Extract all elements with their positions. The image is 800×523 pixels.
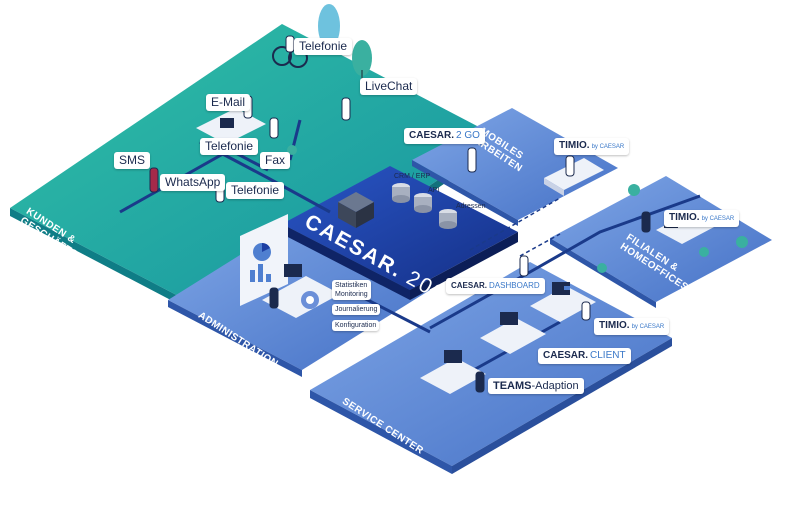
database-cylinder-icon [392, 183, 457, 229]
label-journalierung: Journalierung [332, 304, 381, 315]
client-brand: CAESAR. [543, 350, 589, 361]
api-label: API [428, 187, 440, 194]
badge-caesar-2go: CAESAR.2 GO [404, 128, 485, 144]
administration-tile-side [168, 300, 302, 377]
label-monitoring: Monitoring [335, 291, 368, 298]
label-konfiguration: Konfiguration [332, 320, 380, 331]
server-rack-icon [338, 192, 374, 228]
timio-mobile-by: by CAESAR [591, 144, 625, 150]
customers-tile [10, 24, 500, 322]
label-telefonie-desk: Telefonie [200, 138, 259, 155]
mobile-tile-side [412, 160, 518, 226]
plant-icon [287, 145, 748, 273]
badge-caesar-client: CAESAR.CLIENT [538, 348, 631, 364]
teams-suffix: -Adaption [531, 380, 579, 392]
label-whatsapp: WhatsApp [160, 174, 226, 191]
dashboard-brand: CAESAR. [451, 281, 488, 290]
label-statistics-monitoring: Statistiken Monitoring [332, 280, 371, 300]
badge-timio-service: TIMIO.by CAESAR [594, 318, 670, 335]
label-sms: SMS [114, 152, 151, 169]
admin-whiteboard-icon [240, 214, 288, 306]
label-telefonie-bike: Telefonie [294, 38, 353, 55]
label-livechat: LiveChat [360, 78, 418, 95]
service-center-tile-side [310, 390, 452, 474]
caesar-2go-brand: CAESAR. [409, 130, 455, 141]
branches-tile-side [550, 238, 656, 308]
crm-erp-label: CRM / ERP [394, 173, 431, 180]
adressen-label: Adressen [456, 203, 486, 210]
dashed-links [469, 197, 561, 257]
badge-timio-branch: TIMIO.by CAESAR [664, 210, 740, 227]
timio-branch-brand: TIMIO. [669, 212, 700, 223]
label-email: E-Mail [206, 94, 251, 111]
service-desks-icon [420, 282, 596, 394]
caesar-core-side [282, 224, 410, 300]
label-statistics: Statistiken [335, 282, 368, 289]
badge-caesar-dashboard: CAESAR.DASHBOARD [446, 278, 545, 294]
caesar-2go-suffix: 2 GO [456, 130, 480, 141]
client-suffix: CLIENT [590, 350, 626, 361]
admin-desk-icon [262, 264, 340, 318]
timio-branch-by: by CAESAR [701, 216, 735, 222]
caesar-core-platform [282, 166, 518, 290]
tree-icon [318, 4, 372, 82]
timio-mobile-brand: TIMIO. [559, 140, 590, 151]
timio-service-brand: TIMIO. [599, 320, 630, 331]
teams-brand: TEAMS [493, 380, 532, 392]
person-figures [149, 35, 651, 393]
caesar-core-side-right [410, 232, 518, 300]
dashboard-suffix: DASHBOARD [489, 281, 540, 290]
badge-timio-mobile: TIMIO.by CAESAR [554, 138, 630, 155]
label-telefonie-walk: Telefonie [226, 182, 285, 199]
badge-teams-adaption: TEAMS-Adaption [488, 378, 584, 394]
label-fax: Fax [260, 152, 291, 169]
service-center-tile-side-right [452, 338, 672, 474]
timio-service-by: by CAESAR [631, 324, 665, 330]
